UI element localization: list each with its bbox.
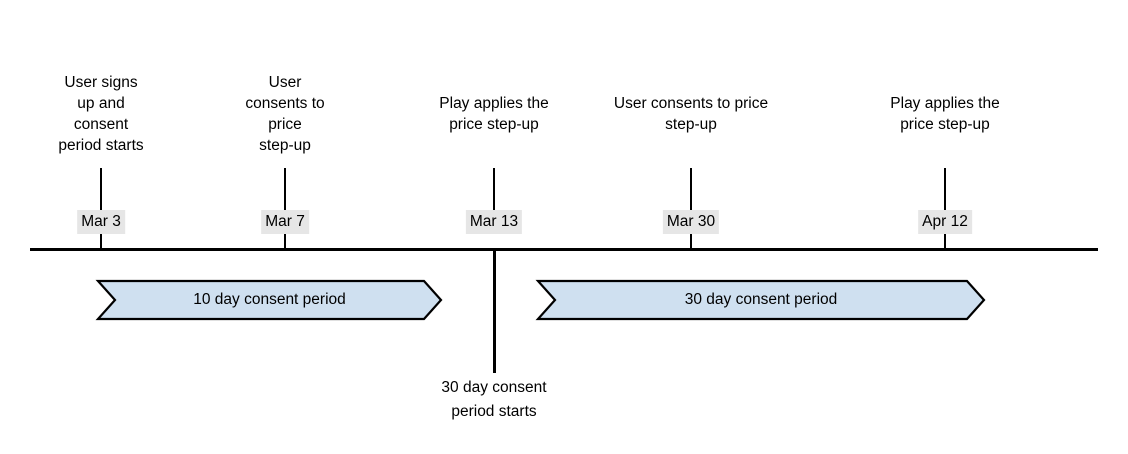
event-tick-lower <box>284 234 286 251</box>
event-caption: Play applies the price step-up <box>890 95 1000 133</box>
event-caption: User consents to price step-up <box>613 95 769 133</box>
event-date-chip: Apr 12 <box>918 210 972 234</box>
event-date-chip: Mar 30 <box>662 210 720 234</box>
event-caption: User signs up and consent period starts <box>58 74 144 154</box>
event-tick-upper <box>493 168 495 210</box>
event-date-chip: Mar 3 <box>77 210 125 234</box>
event-tick-upper <box>284 168 286 210</box>
event-tick-lower <box>690 234 692 251</box>
chevron-banner-shape <box>537 280 985 320</box>
chevron-banner-shape <box>97 280 442 320</box>
event-date-chip: Mar 13 <box>465 210 523 234</box>
event-caption: Play applies the price step-up <box>439 95 549 133</box>
event-caption: User consents to price step-up <box>245 74 325 154</box>
event-date-chip: Mar 7 <box>261 210 309 234</box>
event-tick-upper <box>944 168 946 210</box>
timeline-axis <box>30 248 1098 251</box>
event-tick-upper <box>690 168 692 210</box>
event-tick-upper <box>100 168 102 210</box>
below-note-tick <box>492 250 496 373</box>
event-tick-lower <box>944 234 946 251</box>
consent-period-banner-ten-day: 10 day consent period <box>97 280 442 320</box>
event-tick-lower <box>100 234 102 251</box>
below-note-caption: 30 day consent period starts <box>441 379 547 420</box>
consent-period-banner-thirty-day: 30 day consent period <box>537 280 985 320</box>
